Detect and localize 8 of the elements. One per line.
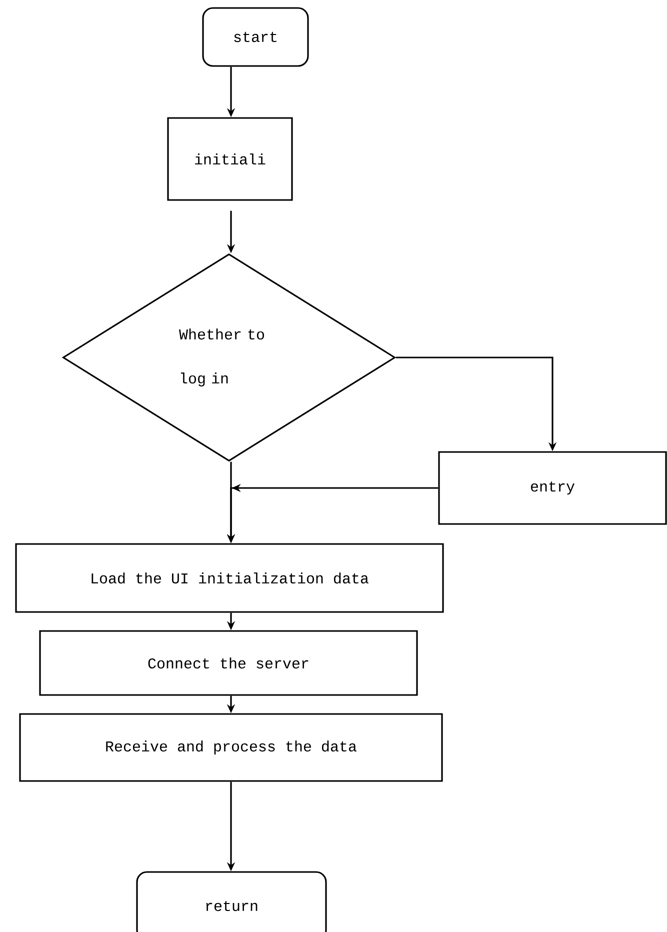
- process-box: Receive and process the data: [19, 713, 443, 782]
- terminal-box: return: [136, 871, 327, 932]
- node-label: Whether to log in: [179, 328, 264, 386]
- process-box: Load the UI initialization data: [15, 543, 444, 613]
- process-box: entry: [438, 451, 667, 525]
- terminal-box: start: [202, 7, 309, 67]
- process-box: Connect the server: [39, 630, 418, 696]
- process-box: initiali: [167, 117, 293, 201]
